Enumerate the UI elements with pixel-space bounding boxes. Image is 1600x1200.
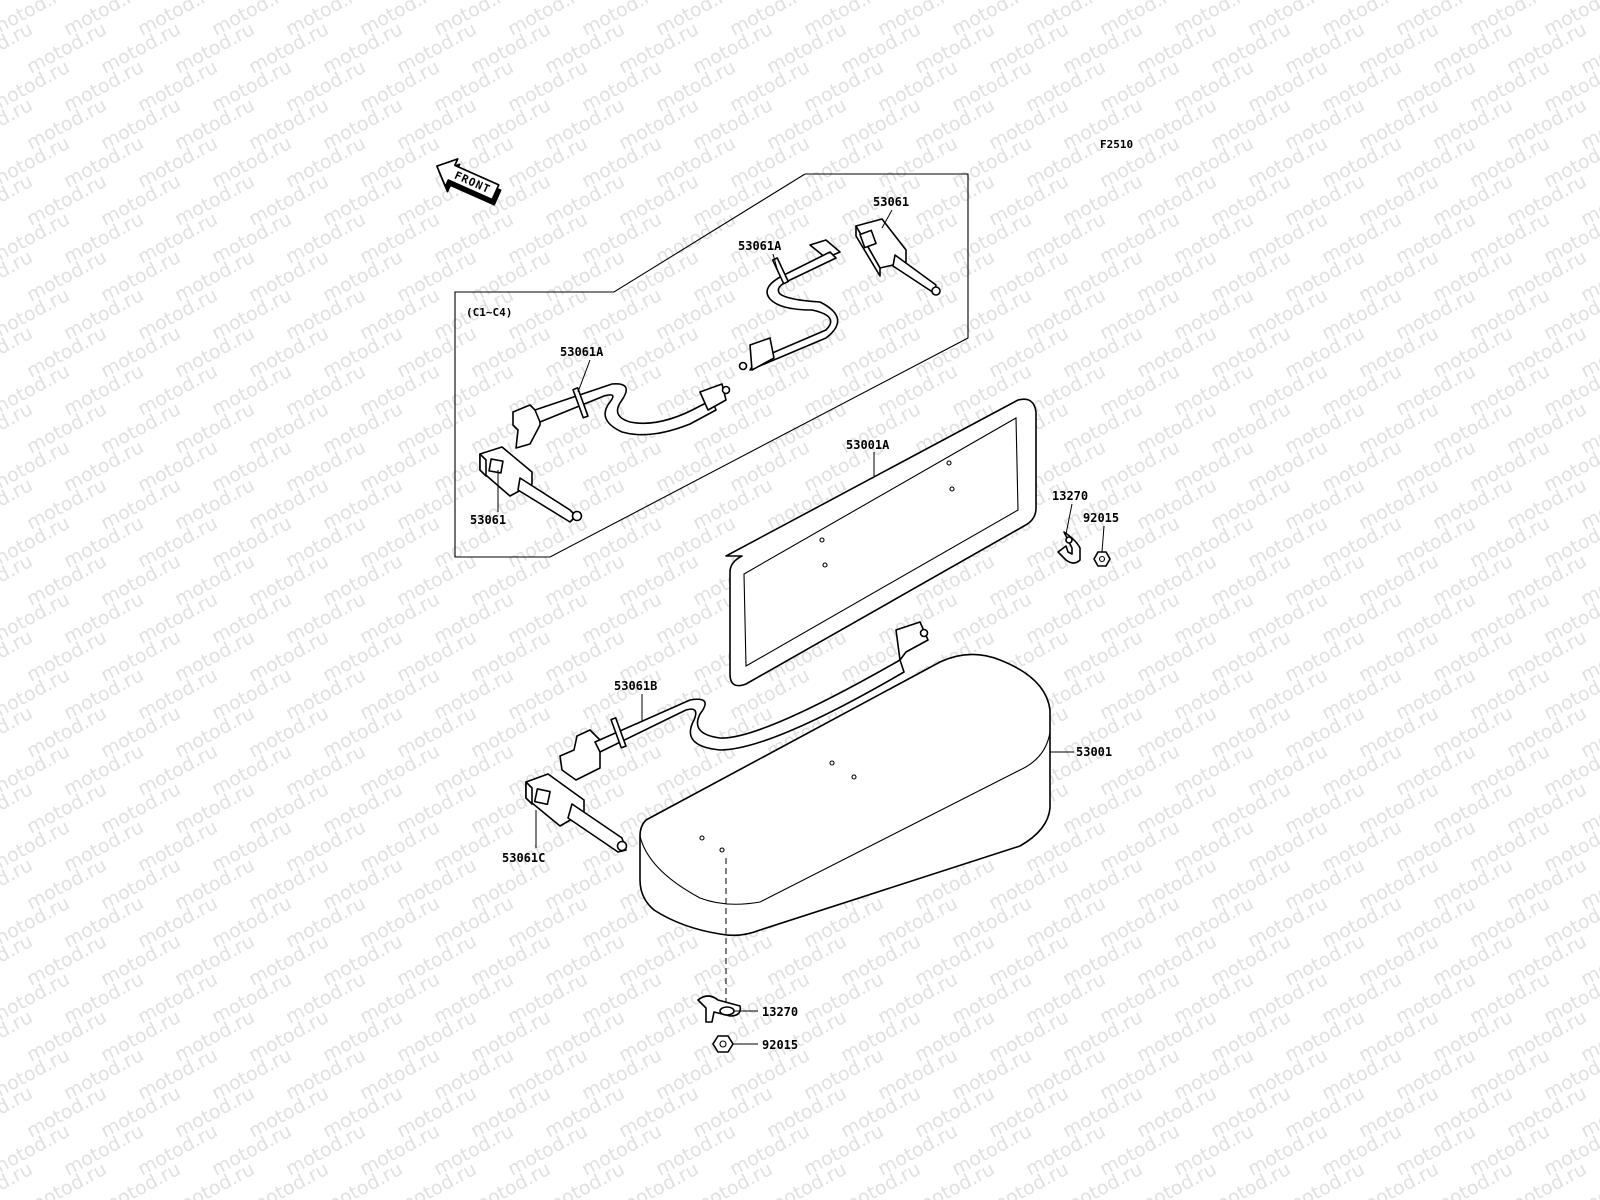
leader-53061-top <box>881 209 893 229</box>
callout-53061-left: 53061 <box>470 513 506 527</box>
seat-back-53001A <box>725 398 1037 687</box>
variant-box <box>454 173 969 558</box>
buckle-53061-left <box>479 446 583 523</box>
callout-53061A-left: 53061A <box>560 345 604 359</box>
callout-53061C: 53061C <box>502 851 545 865</box>
watermark-text: motod.ru <box>1577 0 1600 2</box>
leader-53061A-top <box>772 253 779 273</box>
callout-13270-bottom: 13270 <box>762 1005 798 1019</box>
strap-53061B <box>559 621 929 781</box>
callout-92015-top: 92015 <box>1083 511 1119 525</box>
callout-92015-bottom: 92015 <box>762 1038 798 1052</box>
variant-label: (C1~C4) <box>466 306 512 319</box>
callout-53061A-top: 53061A <box>738 239 782 253</box>
buckle-53061C <box>525 773 628 853</box>
callout-53001A: 53001A <box>846 438 890 452</box>
seat-base-53001 <box>639 653 1051 937</box>
figure-code: F2510 <box>1100 138 1133 151</box>
buckle-53061-top <box>855 218 941 296</box>
callout-53001: 53001 <box>1076 745 1112 759</box>
leader-92015-top <box>1101 525 1105 553</box>
nut-92015-bottom <box>712 1035 734 1053</box>
callout-53061B: 53061B <box>614 679 657 693</box>
clip-13270-top <box>1057 531 1081 564</box>
strap-53061A-left <box>512 383 731 449</box>
nut-92015-top <box>1093 551 1111 567</box>
leader-13270-top <box>1065 503 1073 535</box>
callout-13270-top: 13270 <box>1052 489 1088 503</box>
callout-53061-top: 53061 <box>873 195 909 209</box>
strap-53061A-top <box>738 239 841 371</box>
leader-53061A-left <box>577 359 591 393</box>
clip-13270-bottom <box>697 995 742 1023</box>
